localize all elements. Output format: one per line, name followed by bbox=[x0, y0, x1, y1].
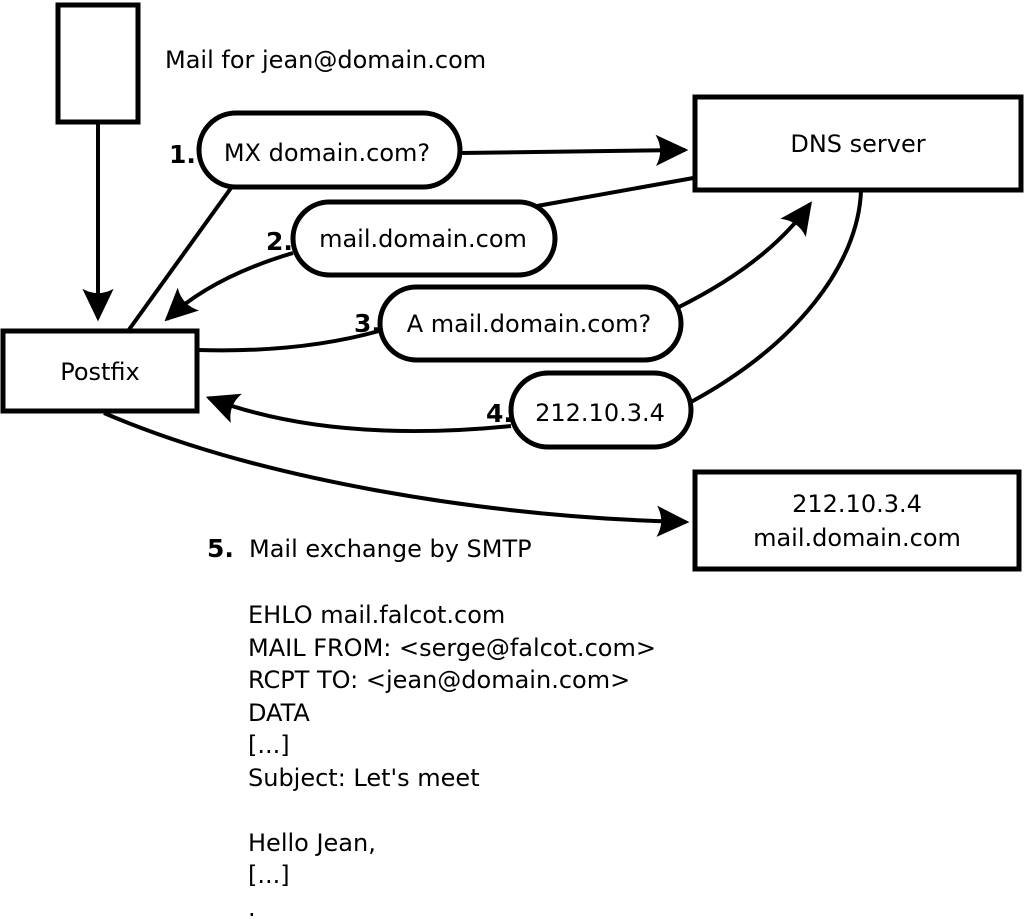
step5-label: Mail exchange by SMTP bbox=[249, 535, 532, 563]
bubble-response-mx bbox=[290, 199, 558, 278]
step3-number: 3. bbox=[354, 309, 381, 338]
arrow-response4-to-postfix bbox=[205, 393, 512, 434]
bubble-query-a bbox=[377, 284, 684, 363]
line-postfix-to-query1 bbox=[126, 186, 233, 333]
step4-number: 4. bbox=[486, 399, 513, 428]
line-dns-to-response2 bbox=[536, 175, 700, 208]
step2-number: 2. bbox=[266, 227, 293, 256]
step3-label: A mail.domain.com? bbox=[407, 310, 652, 338]
dns-server-box bbox=[692, 94, 1024, 193]
postfix-label: Postfix bbox=[60, 358, 140, 386]
diagram-title: Mail for jean@domain.com bbox=[165, 46, 486, 74]
line-dns-to-response4 bbox=[690, 190, 863, 404]
destination-box bbox=[692, 469, 1022, 572]
step5-number: 5. bbox=[207, 534, 234, 563]
smtp-session-text: EHLO mail.falcot.com MAIL FROM: <serge@f… bbox=[248, 601, 656, 919]
step4-label: 212.10.3.4 bbox=[535, 399, 665, 427]
step1-label: MX domain.com? bbox=[224, 139, 430, 167]
arrow-response2-to-postfix bbox=[164, 251, 294, 322]
arrow-query3-to-dns bbox=[676, 201, 812, 310]
line-postfix-to-query3 bbox=[197, 329, 380, 353]
bubble-response-a bbox=[508, 370, 694, 450]
arrow-postfix-to-destination bbox=[103, 411, 690, 537]
arrow-query1-to-dns bbox=[459, 134, 689, 167]
dns-server-label: DNS server bbox=[790, 130, 925, 158]
destination-host-label: mail.domain.com bbox=[753, 524, 961, 552]
destination-ip-label: 212.10.3.4 bbox=[792, 490, 922, 518]
step1-number: 1. bbox=[169, 140, 196, 169]
step2-label: mail.domain.com bbox=[319, 225, 527, 253]
bubble-query-mx bbox=[196, 110, 463, 190]
mail-envelope bbox=[55, 2, 141, 125]
postfix-box bbox=[0, 328, 200, 414]
